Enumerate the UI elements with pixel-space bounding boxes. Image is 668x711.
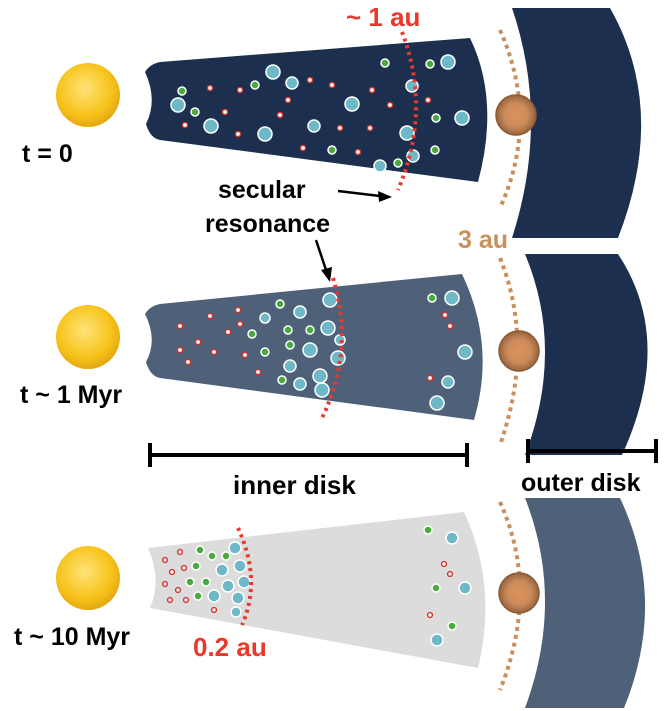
outer-disk-label: outer disk bbox=[521, 469, 641, 497]
panel-t10myr: t ~ 10 Myr 0.2 au bbox=[14, 498, 646, 708]
dust-grains bbox=[161, 548, 454, 619]
time-label: t ~ 1 Myr bbox=[20, 381, 122, 409]
outer-disk bbox=[525, 254, 648, 455]
panel-t0: t = 0 ~ 1 au secular resonance 3 au bbox=[22, 2, 642, 282]
dust-grains bbox=[181, 76, 432, 156]
inner-disk bbox=[145, 38, 488, 182]
sun-icon bbox=[56, 63, 120, 127]
resonance-distance-label: ~ 1 au bbox=[346, 2, 420, 32]
time-label: t = 0 bbox=[22, 140, 73, 168]
secular-label: secular bbox=[218, 176, 306, 204]
outer-disk-scale bbox=[526, 439, 658, 463]
sun-icon bbox=[56, 305, 120, 369]
sun-icon bbox=[56, 546, 120, 610]
outer-disk bbox=[512, 8, 642, 238]
resonance-label: resonance bbox=[205, 210, 330, 238]
resonance-line bbox=[396, 31, 419, 191]
planetesimals bbox=[185, 525, 472, 647]
planet-distance-label: 3 au bbox=[458, 226, 508, 254]
planetesimals bbox=[170, 54, 470, 173]
time-label: t ~ 10 Myr bbox=[14, 623, 130, 651]
inner-disk-scale bbox=[148, 443, 469, 467]
dust-grains bbox=[176, 306, 454, 382]
inner-disk-label: inner disk bbox=[233, 470, 356, 500]
resonance-line bbox=[320, 277, 344, 419]
planet-orbit bbox=[498, 29, 522, 209]
outer-disk bbox=[525, 498, 646, 708]
final-distance-label: 0.2 au bbox=[193, 632, 267, 662]
panel-t1myr: t ~ 1 Myr bbox=[20, 254, 648, 455]
